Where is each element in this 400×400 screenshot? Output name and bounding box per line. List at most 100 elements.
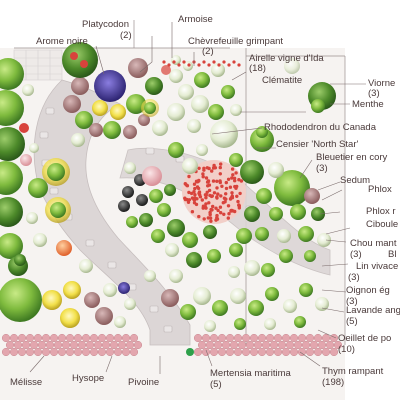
red-berry	[193, 193, 197, 197]
thyme-plant	[89, 333, 99, 343]
plant-name: Pivoine	[128, 377, 160, 388]
label-airelle: Airelle vigne d'Ida	[249, 54, 324, 64]
red-berry	[207, 201, 211, 205]
thyme-plant	[65, 333, 75, 343]
red-berry	[183, 196, 187, 200]
airelle-plant	[182, 60, 186, 64]
thyme-plant	[321, 347, 331, 357]
thyme-plant	[9, 347, 19, 357]
red-berry	[202, 217, 206, 221]
red-berry	[226, 204, 231, 208]
thyme-plant	[65, 347, 75, 357]
airelle-plant	[212, 60, 216, 64]
red-berry	[197, 166, 201, 170]
thyme-plant	[21, 340, 31, 350]
thyme-plant	[225, 333, 235, 343]
thyme-plant	[129, 333, 139, 343]
thyme-plant	[289, 347, 299, 357]
thyme-plant	[253, 340, 263, 350]
thyme-plant	[45, 340, 55, 350]
label-oignon-count: (3)	[346, 297, 358, 307]
label-chou-mant: Chou mant	[350, 239, 396, 249]
thyme-plant	[313, 347, 323, 357]
red-berry	[196, 186, 201, 191]
red-berry	[215, 186, 219, 190]
red-berry	[233, 179, 237, 183]
thyme-plant	[193, 347, 203, 357]
label-bleuetier: Bleuetier en cory	[316, 153, 387, 163]
thyme-plant	[9, 333, 19, 343]
thyme-plant	[105, 347, 115, 357]
red-berry	[215, 179, 219, 183]
thyme-plant	[301, 340, 311, 350]
label-oeillet-count: (10)	[338, 345, 355, 355]
thyme-plant	[41, 347, 51, 357]
airelle-plant	[217, 63, 221, 67]
thyme-plant	[257, 347, 267, 357]
airelle-plant	[167, 63, 171, 67]
plant-count: (3)	[316, 163, 328, 174]
label-lavande-count: (5)	[346, 317, 358, 327]
thyme-plant	[77, 340, 87, 350]
thyme-plant	[249, 347, 259, 357]
red-berry	[204, 193, 208, 197]
thyme-plant	[73, 347, 83, 357]
top-central-plants	[62, 42, 242, 147]
thyme-plant	[201, 333, 211, 343]
red-berry	[187, 198, 192, 202]
plant-name: Lavande ang	[346, 305, 400, 316]
red-berry	[201, 172, 205, 176]
thyme-plant	[113, 347, 123, 357]
thyme-plant	[257, 333, 267, 343]
airelle-plant	[227, 63, 231, 67]
thyme-plant	[73, 333, 83, 343]
label-arome-noire: Arome noire	[36, 37, 88, 47]
thyme-plant	[313, 333, 323, 343]
label-mertensia: Mertensia maritima	[210, 369, 291, 379]
plant-name: Censier 'North Star'	[276, 139, 359, 150]
red-berry	[218, 165, 222, 170]
red-berry	[234, 171, 238, 175]
left-shrubs	[0, 58, 136, 328]
plant-count: (10)	[338, 344, 355, 355]
red-berry	[201, 175, 205, 179]
red-berry	[208, 212, 212, 217]
red-berry	[227, 212, 231, 216]
thyme-plant	[57, 347, 67, 357]
red-berry	[224, 180, 228, 185]
plant-name: Phlox	[368, 184, 392, 195]
plant-name: Arome noire	[36, 36, 88, 47]
red-berry	[209, 207, 213, 212]
plant-name: Phlox r	[366, 206, 396, 217]
red-berry	[226, 216, 230, 220]
thyme-plant	[197, 340, 207, 350]
label-mertensia-count: (5)	[210, 380, 222, 390]
red-berry	[230, 191, 234, 195]
thyme-plant	[205, 340, 215, 350]
thyme-plant	[193, 333, 203, 343]
airelle-plant	[187, 63, 191, 67]
label-thym-count: (198)	[322, 378, 344, 388]
red-berry	[192, 190, 196, 194]
thyme-plant	[233, 347, 243, 357]
label-rhododendron: Rhododendron du Canada	[264, 123, 376, 133]
label-phlox-r: Phlox r	[366, 207, 396, 217]
red-berry	[206, 184, 210, 188]
red-berry	[190, 210, 195, 214]
red-berry	[218, 205, 223, 209]
thyme-plant	[261, 340, 271, 350]
thyme-plant	[13, 340, 23, 350]
label-lavande: Lavande ang	[346, 306, 400, 316]
thyme-plant	[89, 347, 99, 357]
red-berry	[197, 214, 201, 219]
airelle-plant	[177, 63, 181, 67]
plant-name: Chèvrefeuille grimpant	[188, 36, 284, 47]
red-berry	[197, 179, 201, 183]
thyme-plant	[33, 333, 43, 343]
plant-count: (3)	[348, 272, 360, 283]
red-berry	[208, 216, 213, 220]
plant-name: Mertensia maritima	[210, 368, 291, 379]
thyme-plant	[57, 333, 67, 343]
red-berry	[219, 194, 223, 198]
red-berry	[204, 176, 209, 180]
